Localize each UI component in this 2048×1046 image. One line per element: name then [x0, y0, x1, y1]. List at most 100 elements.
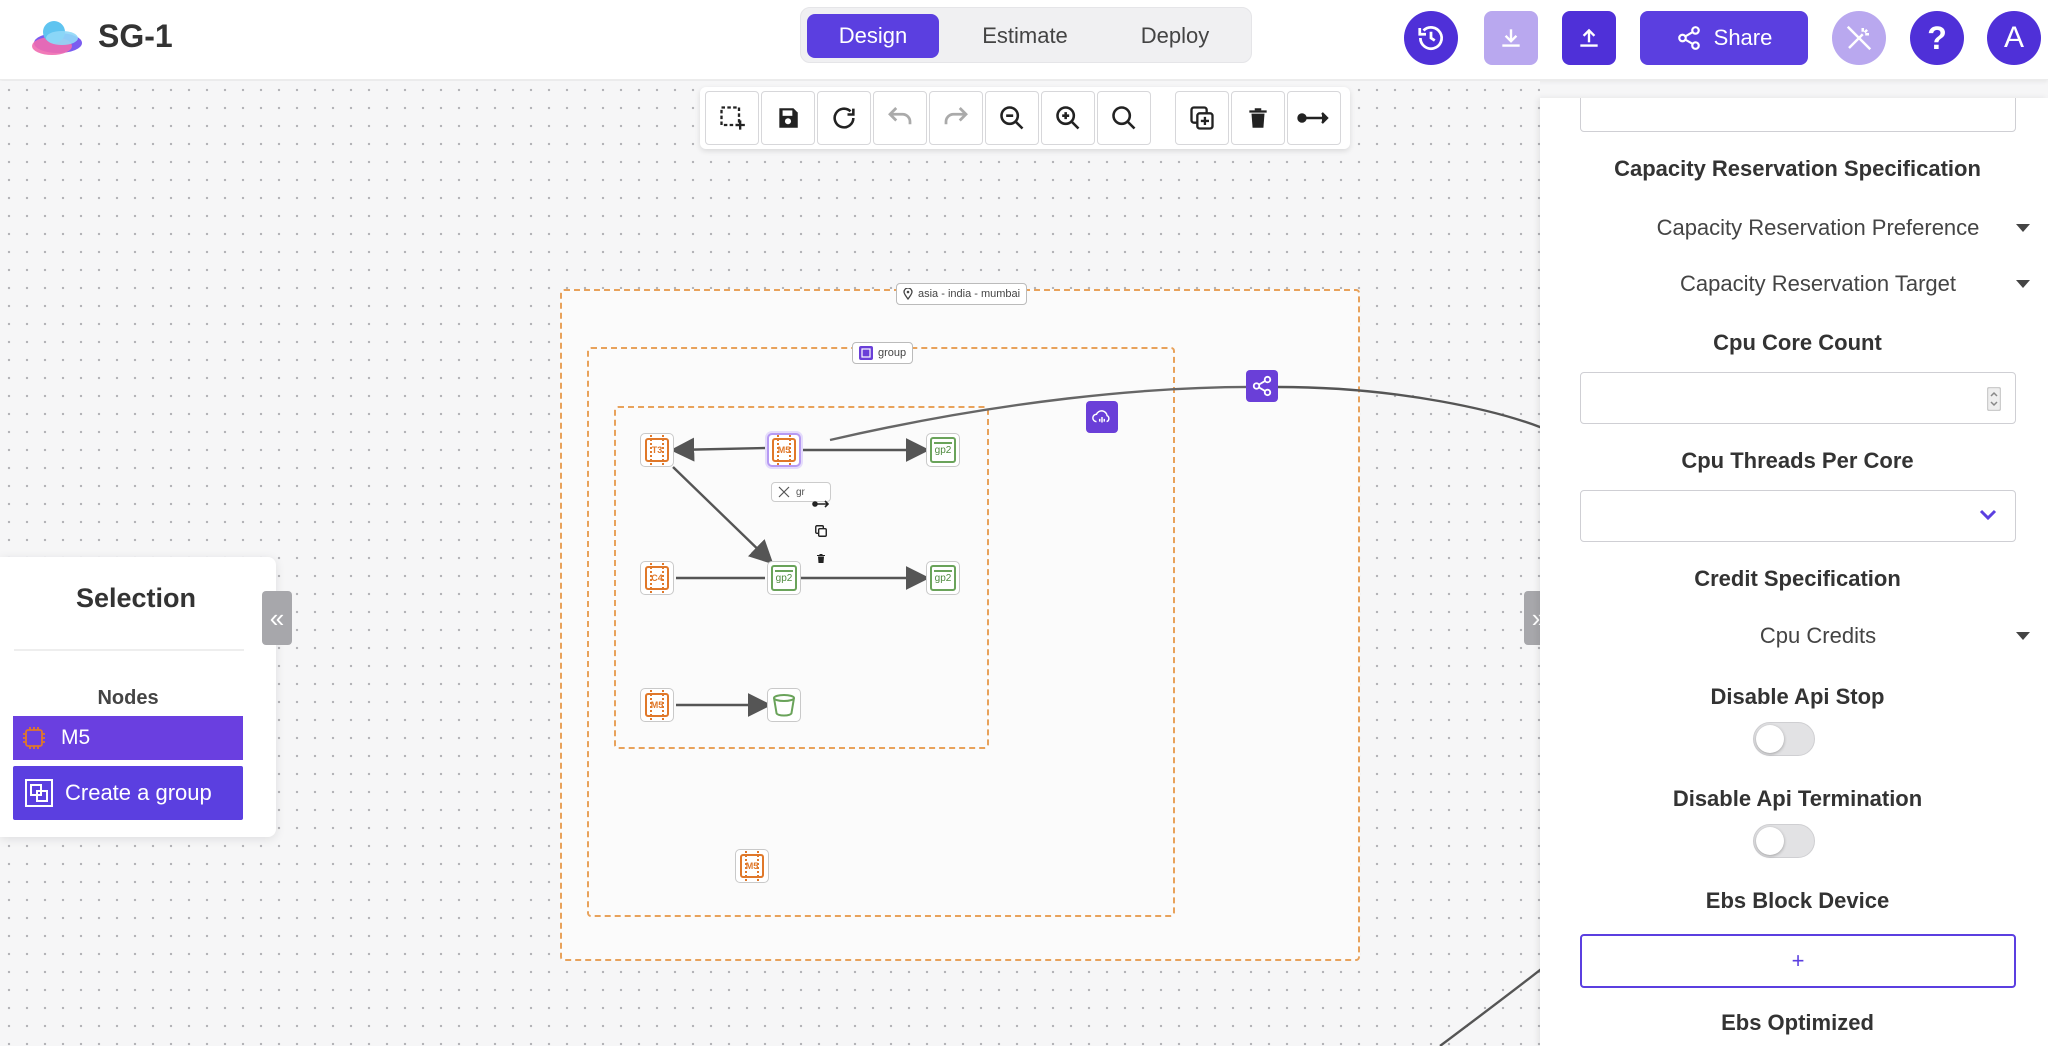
redo-button[interactable]	[929, 91, 983, 145]
node-m5-bottom[interactable]: M5	[640, 688, 674, 722]
cpu-credits-select[interactable]: Cpu Credits	[1580, 616, 2048, 656]
node-c4[interactable]: C4	[640, 561, 674, 595]
capacity-target-select[interactable]: Capacity Reservation Target	[1580, 264, 2048, 304]
node-m5-selected[interactable]: M5	[767, 433, 801, 467]
chevron-down-icon	[1979, 509, 1997, 521]
bucket-icon	[773, 694, 795, 717]
group-icon	[859, 346, 873, 360]
cpu-credits-label: Cpu Credits	[1759, 623, 1877, 648]
node-m5-group[interactable]: M5	[735, 849, 769, 883]
node-s3-bucket[interactable]	[767, 688, 801, 722]
mode-tabs: Design Estimate Deploy	[800, 7, 1252, 63]
selected-node-item[interactable]: M5	[13, 716, 243, 760]
node-context-menu	[807, 480, 835, 576]
trash-icon	[1249, 108, 1267, 128]
app-title: SG-1	[98, 18, 173, 54]
disable-api-termination-toggle[interactable]	[1753, 824, 1815, 858]
credit-spec-heading: Credit Specification	[1694, 566, 1901, 591]
region-label-text: asia - india - mumbai	[918, 288, 1021, 300]
logo-icon	[32, 21, 82, 55]
edge-m5-to-external[interactable]	[829, 385, 1263, 442]
properties-panel: Capacity Reservation Specification Capac…	[1540, 98, 2048, 1046]
subgroup-label-text: gr	[796, 486, 805, 498]
region-frame[interactable]	[560, 289, 1360, 961]
edge-t3-gp2[interactable]	[672, 466, 774, 565]
edge-bottom-out[interactable]	[1439, 966, 1540, 1046]
delete-button[interactable]	[1231, 91, 1285, 145]
share-icon	[1252, 375, 1272, 397]
zoom-in-button[interactable]	[1041, 91, 1095, 145]
chip-icon	[23, 727, 45, 749]
avatar[interactable]: A	[1987, 11, 2041, 65]
node-gp2-top[interactable]: gp2	[926, 433, 960, 467]
undo-icon	[888, 107, 912, 125]
cpu-core-count-input[interactable]	[1580, 372, 2016, 424]
volume-icon: gp2	[930, 565, 956, 591]
search-icon	[1112, 106, 1136, 130]
text-field-top[interactable]	[1580, 98, 2016, 132]
node-external-share[interactable]	[1246, 370, 1278, 402]
subgroup-frame[interactable]	[614, 406, 989, 749]
subgroup-label[interactable]: gr	[771, 482, 831, 502]
history-button[interactable]	[1404, 11, 1458, 65]
caret-down-icon	[2016, 280, 2030, 288]
fingerprint-cloud-icon	[1092, 410, 1110, 423]
selection-title: Selection	[75, 583, 197, 613]
share-button[interactable]: Share	[1640, 11, 1808, 65]
group-label[interactable]: group	[852, 342, 914, 364]
duplicate-button[interactable]	[1175, 91, 1229, 145]
share-icon	[1677, 26, 1700, 50]
region-label[interactable]: asia - india - mumbai	[896, 283, 1028, 305]
upload-icon	[1580, 28, 1598, 47]
zoom-out-button[interactable]	[985, 91, 1039, 145]
collapse-right-panel-button[interactable]: »	[1524, 591, 1540, 645]
node-gp2-middle[interactable]: gp2	[767, 561, 801, 595]
connect-icon	[812, 500, 830, 508]
refresh-button[interactable]	[817, 91, 871, 145]
capacity-preference-select[interactable]: Capacity Reservation Preference	[1580, 208, 2048, 248]
zoom-fit-button[interactable]	[1097, 91, 1151, 145]
magic-wand-button[interactable]	[1832, 11, 1886, 65]
download-icon	[1502, 29, 1520, 47]
node-menu-duplicate[interactable]	[807, 519, 835, 543]
collapse-left-panel-button[interactable]: «	[262, 591, 292, 645]
disable-api-stop-toggle[interactable]	[1753, 722, 1815, 756]
volume-icon: gp2	[771, 565, 797, 591]
edge-m5-t3[interactable]	[670, 437, 768, 462]
tab-design[interactable]: Design	[807, 14, 939, 58]
caret-down-icon	[2016, 224, 2030, 232]
location-pin-icon	[903, 288, 913, 300]
node-t3[interactable]: T3	[640, 433, 674, 467]
download-button[interactable]	[1484, 11, 1538, 65]
tab-deploy[interactable]: Deploy	[1140, 23, 1210, 48]
chip-icon: M5	[740, 851, 764, 881]
canvas-toolbar	[700, 87, 1350, 149]
create-group-button[interactable]: Create a group	[13, 766, 243, 820]
cpu-threads-heading: Cpu Threads Per Core	[1681, 448, 1914, 473]
connect-button[interactable]	[1287, 91, 1341, 145]
disable-api-termination-heading: Disable Api Termination	[1672, 786, 1923, 811]
design-canvas[interactable]: asia - india - mumbai group T3 M5 gp2 C4…	[0, 81, 1540, 1046]
save-button[interactable]	[761, 91, 815, 145]
undo-button[interactable]	[873, 91, 927, 145]
edge-external-out[interactable]	[1277, 385, 1540, 429]
redo-icon	[944, 107, 968, 125]
tab-estimate[interactable]: Estimate	[982, 23, 1068, 48]
node-gp2-right[interactable]: gp2	[926, 561, 960, 595]
node-menu-connect[interactable]	[807, 492, 835, 516]
capacity-spec-heading: Capacity Reservation Specification	[1614, 156, 1981, 181]
stepper-icon[interactable]	[1987, 387, 2001, 411]
disable-api-stop-heading: Disable Api Stop	[1710, 684, 1885, 709]
duplicate-icon	[1190, 106, 1214, 130]
help-button[interactable]: ?	[1910, 11, 1964, 65]
select-area-button[interactable]	[705, 91, 759, 145]
capacity-target-label: Capacity Reservation Target	[1680, 271, 1956, 296]
ebs-optimized-heading: Ebs Optimized	[1721, 1010, 1874, 1035]
cpu-threads-select[interactable]	[1580, 490, 2016, 542]
zoom-in-icon	[1056, 106, 1080, 130]
node-endpoint[interactable]	[1086, 401, 1118, 433]
upload-button[interactable]	[1562, 11, 1616, 65]
selection-panel: Selection Nodes M5 Create a group	[0, 557, 276, 837]
add-ebs-block-device-button[interactable]: +	[1580, 934, 2016, 988]
node-menu-delete[interactable]	[807, 546, 835, 570]
